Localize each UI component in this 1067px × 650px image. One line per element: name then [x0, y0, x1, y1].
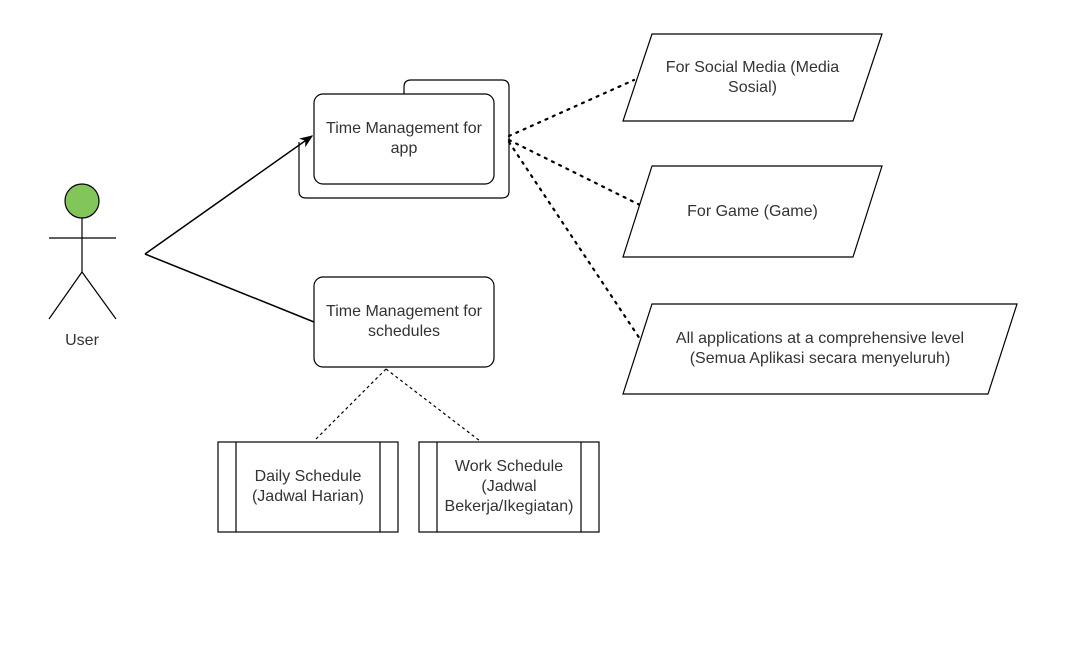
- subprocess-daily-shape[interactable]: [217, 441, 399, 533]
- subprocess-work-line3: Bekerja/Ikegiatan): [444, 498, 574, 515]
- actor-label-text: User: [65, 332, 99, 349]
- output-social-line1: For Social Media (Media: [665, 58, 840, 76]
- subprocess-daily-line2: (Jadwal Harian): [251, 488, 365, 505]
- actor-label: User: [42, 330, 122, 352]
- output-all-line1: All applications at a comprehensive leve…: [675, 330, 965, 347]
- user-actor[interactable]: [48, 183, 117, 320]
- process-app-box: [313, 93, 495, 185]
- subprocess-daily-label: Daily Schedule (Jadwal Harian): [236, 442, 380, 532]
- process-app-shape[interactable]: [298, 79, 510, 199]
- output-game-shape[interactable]: [622, 165, 883, 258]
- actor-left-leg: [48, 271, 83, 320]
- process-schedules-box[interactable]: [313, 276, 495, 368]
- process-schedules-line1: Time Management for: [326, 303, 482, 320]
- connector-user-to-schedules: [144, 253, 315, 323]
- output-all-shape[interactable]: [622, 303, 1018, 395]
- output-social-shape[interactable]: [622, 33, 883, 122]
- connector-user-to-app: [144, 135, 314, 255]
- subprocess-work-box: [418, 441, 600, 533]
- subprocess-daily-box: [217, 441, 399, 533]
- subprocess-daily-line1: Daily Schedule: [254, 468, 362, 485]
- process-schedules-line2: schedules: [367, 323, 441, 340]
- output-all-line2: (Semua Aplikasi secara menyeluruh): [689, 350, 951, 367]
- process-app-line1: Time Management for: [326, 120, 482, 137]
- connector-app-to-all: [507, 140, 644, 344]
- output-social-line2: Sosial): [728, 78, 777, 96]
- process-app-label: Time Management for app: [314, 94, 494, 184]
- output-game-label: For Game (Game): [623, 166, 882, 257]
- subprocess-work-line2: (Jadwal: [481, 478, 537, 495]
- subprocess-work-line1: Work Schedule: [454, 458, 564, 475]
- connector-schedules-to-daily: [313, 368, 387, 442]
- subprocess-work-label: Work Schedule (Jadwal Bekerja/Ikegiatan): [419, 442, 599, 532]
- connector-app-to-social: [507, 78, 636, 138]
- subprocess-work-shape[interactable]: [418, 441, 600, 533]
- process-app-line2: app: [390, 140, 418, 157]
- connector-app-to-game: [507, 138, 644, 208]
- actor-right-leg: [81, 271, 117, 320]
- actor-head: [64, 183, 100, 219]
- output-game-line1: For Game (Game): [687, 202, 818, 220]
- connector-schedules-to-work: [385, 368, 481, 442]
- process-schedules-label: Time Management for schedules: [314, 277, 494, 367]
- output-social-label: For Social Media (Media Sosial): [623, 34, 882, 121]
- output-all-label: All applications at a comprehensive leve…: [623, 304, 1017, 394]
